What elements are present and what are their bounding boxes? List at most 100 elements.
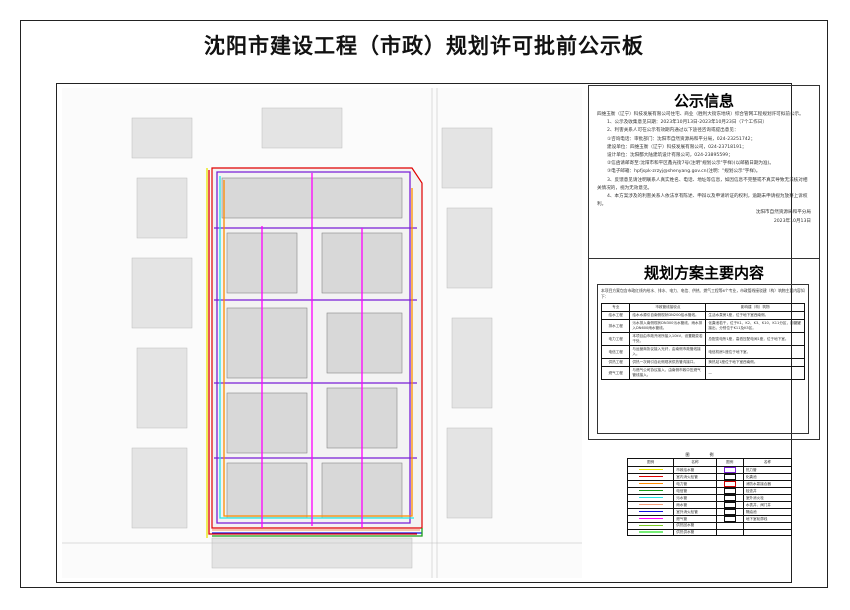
plan-table-box: 本项目方案包含市政红线内给水、排水、电力、电信、供热、燃气工程等6个专业，市政管… [597, 284, 809, 434]
legend-row: 室内消火栓管 化粪池 [626, 473, 793, 481]
table-row: 给水工程给水水源引自南侧现状DN200给水管线。生活水泵房1座，位于地下室西南侧… [600, 311, 805, 320]
legend-header: 图例 [715, 458, 744, 467]
cell-impact: 化粪池若干，位于K1、K2、K3、K10、K11分区，用罐罐接出，分别位于K11… [705, 319, 805, 333]
legend-label: 供热回水管 [673, 522, 717, 530]
board-title: 沈阳市建设工程（市政）规划许可批前公示板 [204, 34, 644, 58]
legend-label: 供热供水管 [673, 528, 717, 536]
cell-point: 给水水源引自南侧现状DN200给水管线。 [629, 311, 707, 320]
legend-line-swatch [638, 482, 663, 485]
legend-table: 图例名称图例名称 市政给水管热力管室内消火栓管化粪池电力管消防水泵接合器电信管检… [626, 458, 793, 536]
table-row: 电力工程本项目由市政开闭所接入10kV，设置箱变若干处。总配变电所1座，高低压配… [600, 332, 805, 346]
legend-symbol [723, 495, 736, 501]
legend-label: 水表井、阀门井 [742, 501, 793, 509]
legend-header: 图例 [626, 458, 675, 467]
notice-intro: 四维玉衡（辽宁）科技发展有限公司住宅、商业（胜利大街东地块）综合管网工程规划许可… [597, 112, 804, 117]
legend-label: 电力管 [673, 480, 717, 488]
notice-panel: 公示信息 四维玉衡（辽宁）科技发展有限公司住宅、商业（胜利大街东地块）综合管网工… [588, 85, 820, 440]
notice-item-2: 2、利害关系人可在公示有效期内通过以下途径咨询或提出意见： [607, 128, 739, 134]
legend-row: 供热供水管 [626, 528, 793, 536]
notice-item-1: 1、公示及收集意见日期：2023年10月13日-2023年10月23日（7个工作… [607, 120, 767, 126]
legend-row: 雨水管 水表井、阀门井 [626, 501, 793, 509]
cell-point: 与运营商协议接入光纤，由南侧市政管线接入。 [629, 345, 707, 359]
col-header: 影响建（构）筑物 [705, 303, 805, 312]
legend-line-swatch [638, 517, 663, 520]
notice-phone-2: 建设单位：四维玉衡（辽宁）科技发展有限公司，024-23718191； [607, 144, 747, 150]
legend: 图例 图例名称图例名称 市政给水管热力管室内消火栓管化粪池电力管消防水泵接合器电… [626, 452, 793, 536]
table-row: 电信工程与运营商协议接入光纤，由南侧市政管线接入。电信机房1座位于地下室。 [600, 345, 805, 359]
cell-name: 电信工程 [600, 345, 631, 359]
legend-symbol [723, 481, 736, 487]
legend-symbol [723, 516, 736, 522]
plan-heading: 规划方案主要内容 [588, 258, 820, 283]
legend-label: 室外消火栓管 [673, 508, 717, 516]
cell-impact: 电信机房1座位于地下室。 [705, 345, 805, 359]
cell-point: 供热一次网引自北侧现状供热管沟接口。 [629, 358, 707, 367]
legend-label: 室内消火栓管 [673, 473, 717, 481]
legend-header: 名称 [673, 458, 717, 467]
notice-signer: 沈阳市自然资源局和平分局 [755, 210, 811, 216]
legend-line-swatch [638, 503, 663, 506]
cell-impact: 生活水泵房1座，位于地下室西南侧。 [705, 311, 805, 320]
legend-symbol [723, 509, 736, 515]
board-frame [20, 20, 828, 588]
legend-symbol [723, 467, 736, 473]
legend-label: 市政给水管 [673, 466, 717, 474]
legend-line-swatch [638, 510, 663, 513]
legend-label: 电信管 [673, 487, 717, 495]
notice-date: 2023年10月13日 [773, 218, 811, 224]
legend-row: 室外消火栓管 隔油池 [626, 508, 793, 516]
legend-label: 污水管 [673, 494, 717, 502]
legend-label: 隔油池 [742, 508, 793, 516]
notice-text: 四维玉衡（辽宁）科技发展有限公司住宅、商业（胜利大街东地块）综合管网工程规划许可… [589, 111, 819, 226]
plan-table: 专业市政管线接驳点影响建（构）筑物 给水工程给水水源引自南侧现状DN200给水管… [600, 303, 805, 380]
cell-point: 与燃气公司协议接入，由南侧市政中压燃气管线接入。 [629, 366, 707, 380]
table-row: 供热工程供热一次网引自北侧现状供热管沟接口。换热站1座位于地下室西南侧。 [600, 358, 805, 367]
cell-impact: — [705, 366, 805, 380]
legend-row: 供热回水管 [626, 522, 793, 530]
legend-symbol [723, 502, 736, 508]
notice-item-3: 3、反馈意见请注明联系人真实姓名、电话、地址等信息，如因信息不完整或不真实导致无… [597, 177, 808, 191]
legend-row: 市政给水管热力管 [626, 466, 793, 474]
legend-line-swatch [638, 468, 663, 471]
cell-point: 污水排入南侧现状DN300污水管线，雨水排入DN600雨水管线。 [629, 319, 707, 333]
plan-intro: 本项目方案包含市政红线内给水、排水、电力、电信、供热、燃气工程等6个专业，市政管… [601, 288, 805, 299]
legend-label: 消防水泵接合器 [742, 480, 793, 488]
legend-title: 图例 [685, 452, 734, 457]
site-plan-map [62, 88, 582, 578]
cell-name: 给水工程 [600, 311, 631, 320]
legend-label [742, 522, 793, 530]
table-row: 燃气工程与燃气公司协议接入，由南侧市政中压燃气管线接入。— [600, 366, 805, 380]
legend-label: 检查井 [742, 487, 793, 495]
legend-line-swatch [638, 524, 663, 526]
legend-line-swatch [638, 475, 663, 478]
legend-line-swatch [638, 489, 663, 492]
surrounding-buildings [131, 107, 493, 569]
legend-header: 名称 [742, 458, 793, 467]
legend-row: 电力管 消防水泵接合器 [626, 480, 793, 488]
legend-label: 雨水管 [673, 501, 717, 509]
notice-heading: 公示信息 [673, 92, 734, 110]
roads [62, 88, 582, 578]
legend-symbol [723, 488, 736, 494]
legend-symbol [723, 474, 736, 480]
notice-phone-1: ①咨询电话：审批部门：沈阳市自然资源局和平分局，024-23251742； [607, 136, 756, 142]
col-header: 市政管线接驳点 [629, 303, 707, 312]
legend-row: 污水管 室外消火栓 [626, 494, 793, 502]
legend-label: 燃气管 [673, 515, 717, 523]
legend-label: 地下室轮廓线 [742, 515, 793, 523]
pipelines [206, 168, 423, 538]
legend-label: 化粪池 [742, 473, 793, 481]
cell-point: 本项目由市政开闭所接入10kV，设置箱变若干处。 [629, 332, 707, 346]
col-header: 专业 [600, 303, 631, 312]
legend-line-swatch [638, 496, 663, 499]
legend-row: 电信管 检查井 [626, 487, 793, 495]
cell-name: 电力工程 [600, 332, 631, 346]
table-row: 排水工程污水排入南侧现状DN300污水管线，雨水排入DN600雨水管线。化粪池若… [600, 319, 805, 333]
cell-name: 燃气工程 [600, 366, 631, 380]
cell-impact: 总配变电所1座，高低压配电间1座，位于地下室。 [705, 332, 805, 346]
cell-impact: 换热站1座位于地下室西南侧。 [705, 358, 805, 367]
legend-label [742, 528, 793, 536]
legend-label: 室外消火栓 [742, 494, 793, 502]
legend-line-swatch [638, 531, 663, 533]
